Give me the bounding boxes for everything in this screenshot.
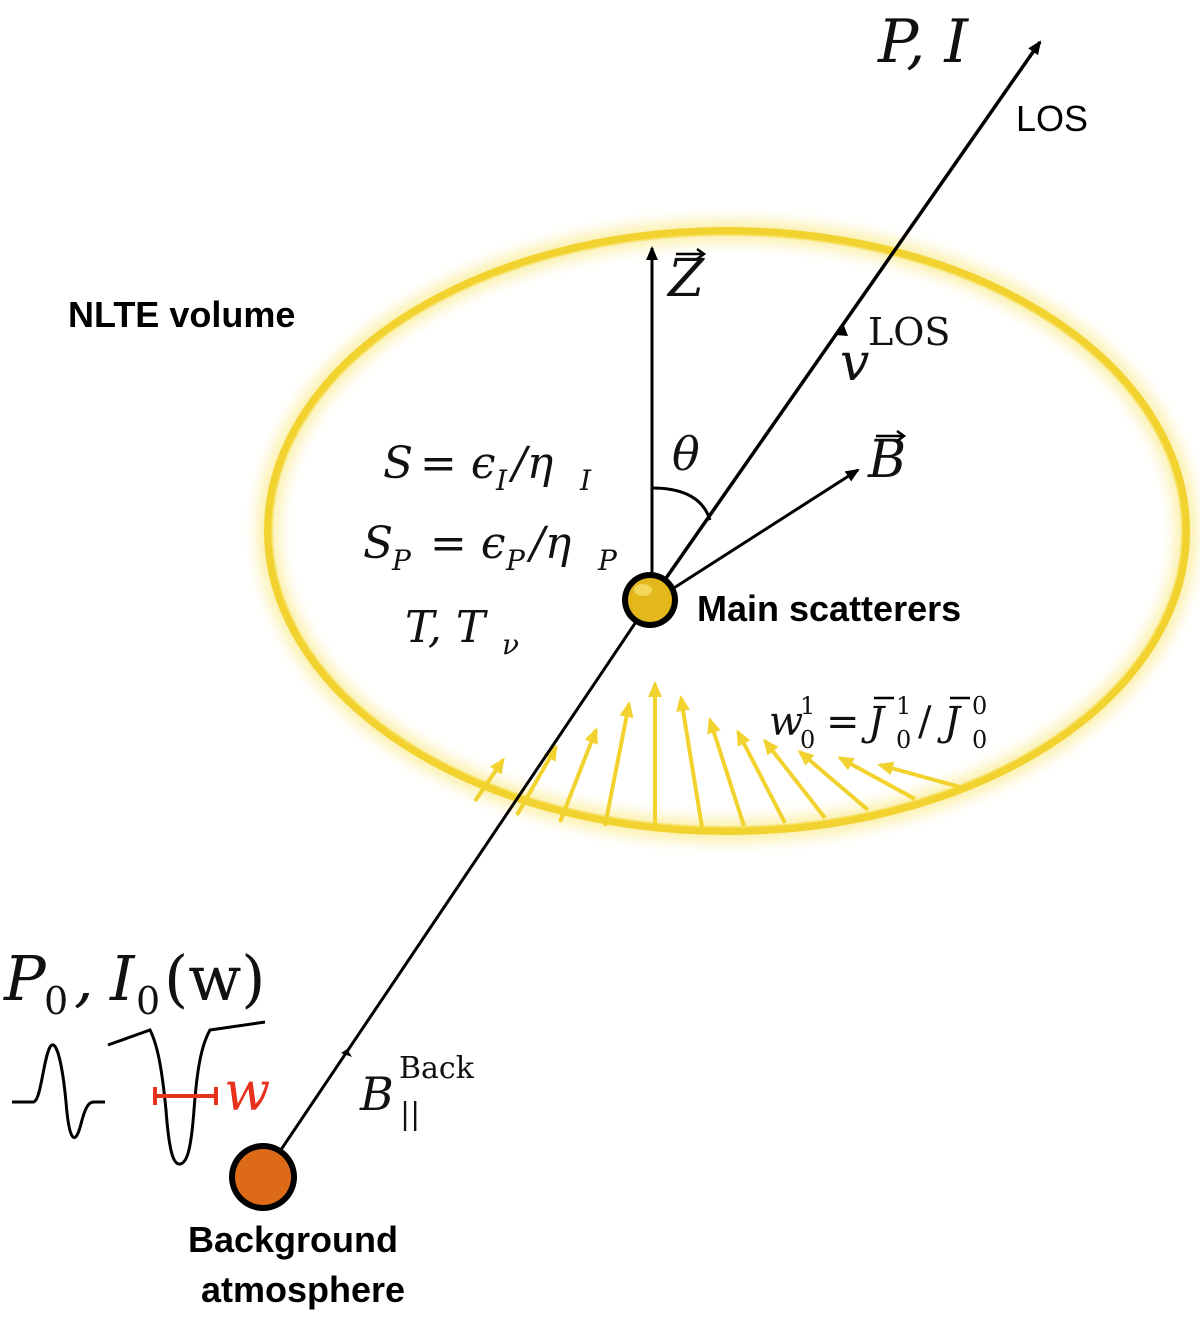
svg-text:Back: Back bbox=[399, 1051, 475, 1086]
theta-angle-arc bbox=[651, 486, 712, 521]
v-los-label: v LOS bbox=[840, 310, 950, 393]
svg-text:v: v bbox=[840, 333, 869, 393]
source-function-equation: S = ϵ I /η I bbox=[383, 438, 592, 497]
anisotropy-equation: w 1 0 = J 1 0 / J 0 0 bbox=[769, 692, 987, 754]
background-field-label: B Back || bbox=[359, 1051, 475, 1132]
z-axis-label: Z bbox=[666, 247, 707, 309]
svg-text:I: I bbox=[579, 464, 592, 497]
svg-text:= ϵ: = ϵ bbox=[420, 438, 496, 489]
intensity-profile-curve bbox=[107, 1020, 266, 1166]
svg-text:LOS: LOS bbox=[868, 310, 950, 354]
b-field-vector bbox=[651, 468, 860, 604]
temperatures-label: T, T ν bbox=[405, 602, 519, 661]
svg-text:P: P bbox=[3, 942, 47, 1015]
svg-text:J: J bbox=[861, 699, 886, 745]
los-midpoint-arrowhead bbox=[341, 1049, 352, 1057]
width-label: w bbox=[224, 1060, 270, 1123]
los-label: LOS bbox=[1016, 98, 1088, 139]
svg-text:ν: ν bbox=[502, 628, 519, 661]
svg-text:= ϵ: = ϵ bbox=[430, 518, 506, 569]
nlte-volume-ellipse bbox=[257, 220, 1197, 842]
svg-text:I: I bbox=[109, 942, 136, 1015]
b-field-label: B bbox=[867, 429, 906, 490]
svg-text:0: 0 bbox=[136, 979, 160, 1023]
svg-text:B: B bbox=[359, 1067, 394, 1121]
background-atmosphere-label-line2: atmosphere bbox=[201, 1269, 405, 1310]
svg-text:0: 0 bbox=[972, 692, 987, 720]
background-atmosphere-dot bbox=[229, 1143, 297, 1211]
width-marker bbox=[153, 1087, 218, 1105]
v-los-arrowhead bbox=[835, 323, 848, 336]
svg-text:||: || bbox=[400, 1097, 420, 1132]
svg-text:w: w bbox=[769, 699, 803, 745]
svg-text:0: 0 bbox=[44, 979, 68, 1023]
main-scatterer-dot bbox=[622, 572, 678, 628]
svg-text:T, T: T, T bbox=[405, 602, 489, 653]
polarized-source-function-equation: S P = ϵ P /η P bbox=[363, 518, 618, 577]
svg-text:1: 1 bbox=[800, 692, 815, 720]
incident-stokes-label: P 0 , I 0 (w) bbox=[3, 942, 265, 1023]
main-scatterers-label: Main scatterers bbox=[697, 588, 961, 629]
svg-text:I: I bbox=[495, 464, 508, 497]
svg-text:,: , bbox=[74, 942, 94, 1015]
polarization-profile-curve bbox=[12, 1043, 105, 1139]
svg-text:0: 0 bbox=[800, 726, 815, 754]
svg-text:/η: /η bbox=[508, 438, 553, 489]
svg-text:/: / bbox=[918, 699, 932, 745]
top-stokes-label: P, I bbox=[877, 7, 969, 77]
theta-label: θ bbox=[672, 427, 700, 481]
svg-text:S: S bbox=[383, 438, 413, 489]
svg-text:0: 0 bbox=[972, 726, 987, 754]
svg-text:P: P bbox=[505, 544, 526, 577]
svg-text:/η: /η bbox=[526, 518, 571, 569]
svg-text:J: J bbox=[937, 699, 962, 745]
svg-text:P: P bbox=[391, 544, 412, 577]
svg-text:S: S bbox=[363, 518, 393, 569]
nlte-volume-label: NLTE volume bbox=[68, 294, 295, 335]
svg-text:0: 0 bbox=[896, 726, 911, 754]
anisotropic-radiation-arrows bbox=[473, 681, 961, 828]
background-atmosphere-label-line1: Background bbox=[188, 1219, 398, 1260]
svg-text:1: 1 bbox=[896, 692, 911, 720]
svg-text:(w): (w) bbox=[164, 942, 265, 1015]
svg-text:=: = bbox=[826, 699, 860, 745]
line-of-sight bbox=[262, 40, 1042, 1176]
profile-curves bbox=[12, 1020, 266, 1166]
svg-text:P: P bbox=[597, 544, 618, 577]
